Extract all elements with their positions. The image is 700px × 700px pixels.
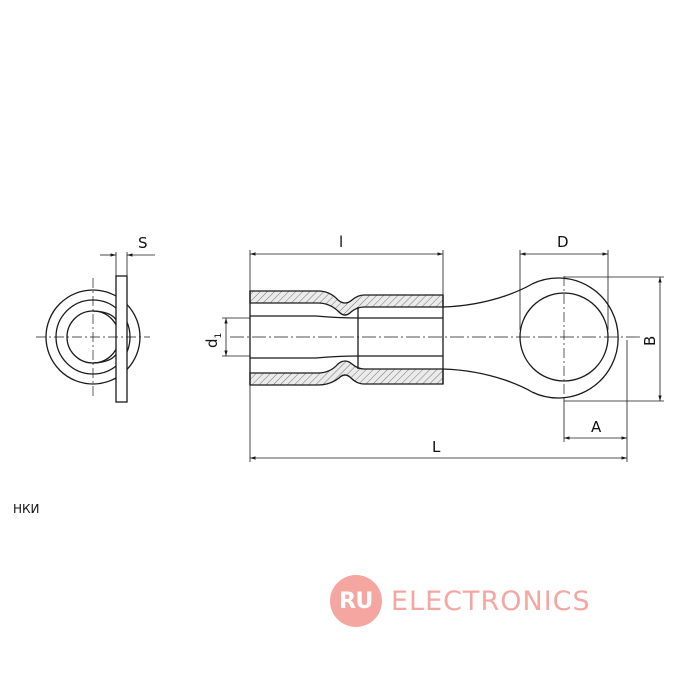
- dimension-d-upper: [519, 250, 609, 330]
- dimension-l-overall: [249, 385, 628, 462]
- insulation-sleeve-top: [249, 290, 444, 316]
- side-view-tongue-plate: [115, 275, 128, 403]
- dimension-a-label: A: [591, 418, 602, 436]
- logo-wordmark: ELECTRONICS: [391, 585, 591, 617]
- neck-bottom-edge: [442, 368, 533, 393]
- side-view: [36, 252, 155, 403]
- main-view: [249, 277, 619, 399]
- dimension-b-label: B: [641, 336, 659, 346]
- ru-circle-logo-icon: RU: [330, 575, 382, 627]
- dimension-d-upper-label: D: [557, 233, 569, 251]
- dimension-a: [563, 340, 628, 442]
- barrel-top-line: [250, 315, 443, 319]
- dimension-l-overall-label: L: [432, 438, 441, 456]
- dimension-d1: [222, 317, 250, 357]
- series-label: НКИ: [13, 502, 40, 516]
- ru-electronics-logo: RU ELECTRONICS: [330, 575, 591, 627]
- neck-top-edge: [442, 283, 533, 308]
- barrel-bottom-line: [250, 355, 443, 359]
- dimension-l-small-label: l: [339, 233, 343, 251]
- center-lines: [230, 276, 640, 398]
- dimension-b: [564, 276, 664, 402]
- dimension-l-small: [249, 250, 444, 295]
- dimension-s-label: S: [138, 234, 148, 252]
- insulation-sleeve-bottom: [249, 360, 444, 386]
- dimension-d1-label: d1: [203, 333, 224, 348]
